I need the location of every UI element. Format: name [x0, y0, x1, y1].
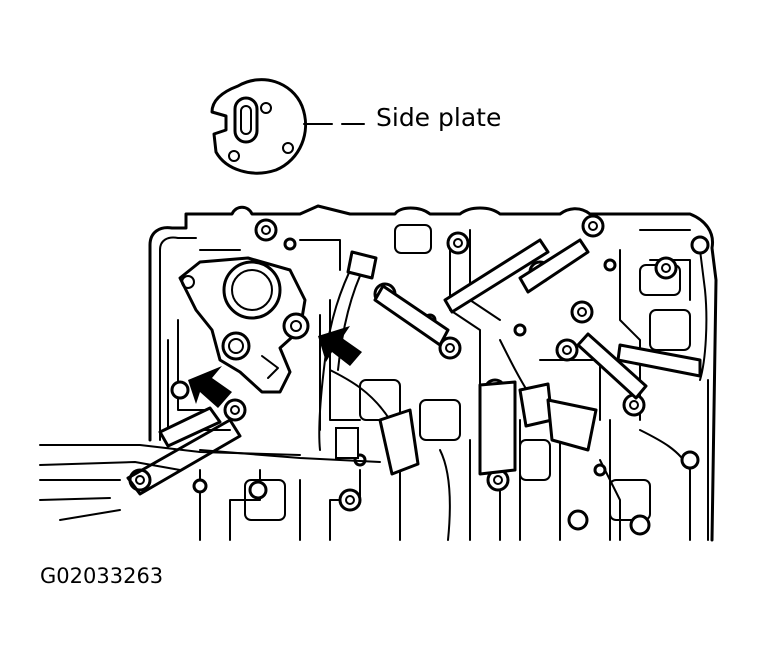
valve-body — [148, 204, 718, 542]
connectors — [318, 250, 598, 476]
side-plate-label: Side plate — [376, 103, 502, 132]
bolt-holes — [128, 214, 710, 536]
tubes — [158, 238, 702, 448]
arrow-icon — [188, 366, 232, 408]
solenoid-assembly — [178, 256, 310, 394]
figure-id: G02033263 — [40, 564, 164, 588]
side-plate-part — [210, 78, 365, 175]
arrow-icon — [318, 326, 362, 366]
wire-harness — [39, 418, 381, 521]
